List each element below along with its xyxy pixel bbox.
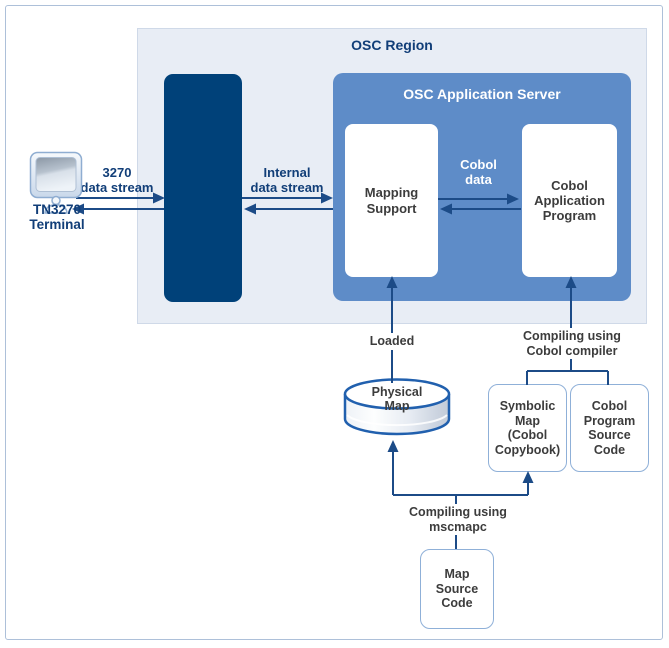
- map-source-label: Map Source Code: [435, 567, 479, 611]
- symbolic-map-node: Symbolic Map (Cobol Copybook): [488, 384, 567, 472]
- label-cobol-data: Cobol data: [460, 157, 497, 187]
- mapping-support-label: Mapping Support: [364, 185, 419, 216]
- label-internal-data-stream: Internal data stream: [250, 165, 324, 195]
- osc-region-title: OSC Region: [351, 37, 433, 53]
- terminal-bridge-box: [164, 74, 242, 302]
- label-loaded: Loaded: [352, 333, 432, 350]
- tn3270-terminal-icon: [29, 151, 83, 214]
- outer-frame: [5, 5, 663, 640]
- label-3270-data-stream: 3270 data stream: [80, 165, 154, 195]
- tn3270-terminal-label: TN3270 Terminal: [29, 202, 85, 233]
- cobol-program-source-node: Cobol Program Source Code: [570, 384, 649, 472]
- symbolic-map-label: Symbolic Map (Cobol Copybook): [494, 399, 561, 457]
- label-compiling-cobol-compiler: Compiling using Cobol compiler: [512, 328, 632, 359]
- osc-application-server-title: OSC Application Server: [403, 86, 561, 102]
- label-compiling-mscmapc: Compiling using mscmapc: [398, 504, 518, 535]
- cobol-application-program-label: Cobol Application Program: [534, 177, 605, 224]
- map-source-node: Map Source Code: [420, 549, 494, 629]
- cobol-application-program-node: Cobol Application Program: [522, 124, 617, 277]
- mapping-support-node: Mapping Support: [345, 124, 438, 277]
- physical-map-cylinder-icon: [343, 378, 451, 436]
- physical-map-label: Physical Map: [371, 385, 423, 414]
- cobol-program-source-label: Cobol Program Source Code: [583, 399, 636, 457]
